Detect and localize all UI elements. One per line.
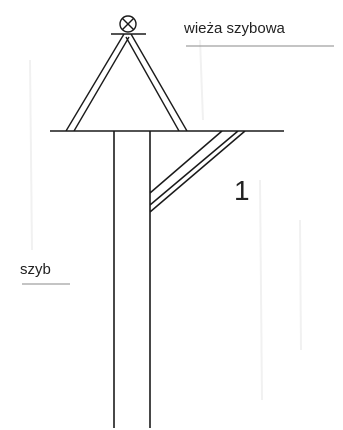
shaft-label: szyb — [20, 261, 51, 278]
sheave-wheel-icon — [111, 15, 146, 35]
tower-label: wieża szybowa — [183, 20, 286, 37]
headframe-tower — [65, 33, 188, 132]
inclined-gallery — [149, 130, 246, 213]
background-texture — [29, 39, 302, 401]
shaft-walls — [113, 131, 151, 428]
part-number-label: 1 — [234, 175, 250, 206]
